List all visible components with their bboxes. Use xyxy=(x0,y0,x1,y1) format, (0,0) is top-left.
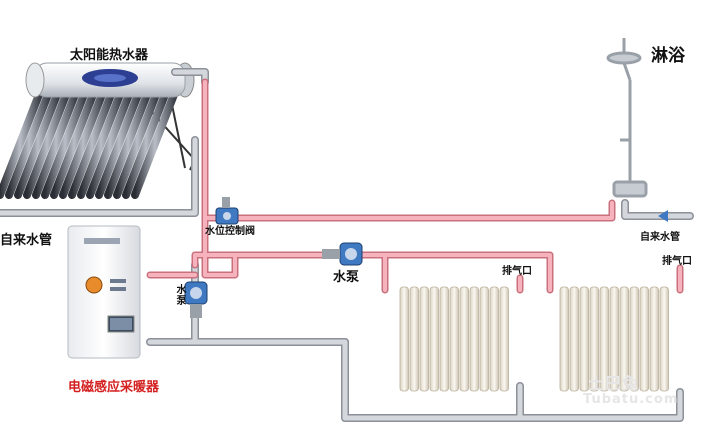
watermark-url: Tubatu.com xyxy=(583,392,679,407)
flow-arrow-icon xyxy=(658,210,668,222)
radiator-section xyxy=(469,286,479,392)
vent-label: 排气口 xyxy=(662,256,692,267)
radiator-section xyxy=(499,286,509,392)
solar-tube xyxy=(23,88,71,199)
radiator-section xyxy=(419,286,429,392)
solar-tube xyxy=(68,88,116,199)
radiator-section xyxy=(439,286,449,392)
solar-tube xyxy=(86,88,134,199)
radiator-section xyxy=(459,286,469,392)
radiator-section xyxy=(569,286,579,392)
solar-tube xyxy=(131,88,179,199)
level-valve-icon xyxy=(215,197,239,225)
radiator-section xyxy=(409,286,419,392)
pump-side-label: 水泵 xyxy=(174,284,185,306)
solar-tube xyxy=(14,88,62,199)
radiator-section xyxy=(479,286,489,392)
level-valve-label: 水位控制阀 xyxy=(205,226,255,237)
boiler-icon xyxy=(67,225,141,359)
radiator-section xyxy=(579,286,589,392)
radiator-section xyxy=(399,286,409,392)
water-supply-right-label: 自来水管 xyxy=(640,232,680,243)
solar-tube xyxy=(41,88,89,199)
pump-icon xyxy=(322,242,363,266)
solar-tube xyxy=(0,88,44,199)
radiator-section xyxy=(639,286,649,392)
solar-panel-icon xyxy=(0,62,197,199)
solar-tube xyxy=(5,88,53,199)
radiator-section xyxy=(489,286,499,392)
radiator-icon xyxy=(399,286,509,392)
solar-tube xyxy=(32,88,80,199)
radiator-section xyxy=(609,286,619,392)
radiator-icon xyxy=(559,286,669,392)
solar-tube xyxy=(122,88,170,199)
pump-icon xyxy=(184,281,208,318)
radiator-section xyxy=(589,286,599,392)
radiator-section xyxy=(629,286,639,392)
radiator-section xyxy=(559,286,569,392)
radiator-section xyxy=(619,286,629,392)
radiator-section xyxy=(599,286,609,392)
solar-tube xyxy=(104,88,152,199)
radiator-section xyxy=(659,286,669,392)
watermark-logo: 土巴兔 xyxy=(588,374,640,393)
vent-label: 排气口 xyxy=(502,266,532,277)
radiator-section xyxy=(449,286,459,392)
pump-main-label: 水泵 xyxy=(333,270,360,285)
shower-label: 淋浴 xyxy=(651,46,685,66)
shower-icon xyxy=(606,38,648,198)
solar-tube xyxy=(95,88,143,199)
solar-tube xyxy=(50,88,98,199)
solar-tube xyxy=(59,88,107,199)
solar-heater-label: 太阳能热水器 xyxy=(70,48,149,63)
water-supply-left-label: 自来水管 xyxy=(0,233,53,248)
radiator-section xyxy=(429,286,439,392)
solar-tube xyxy=(77,88,125,199)
boiler-label: 电磁感应采暖器 xyxy=(68,380,160,395)
solar-tube xyxy=(113,88,161,199)
radiator-section xyxy=(649,286,659,392)
